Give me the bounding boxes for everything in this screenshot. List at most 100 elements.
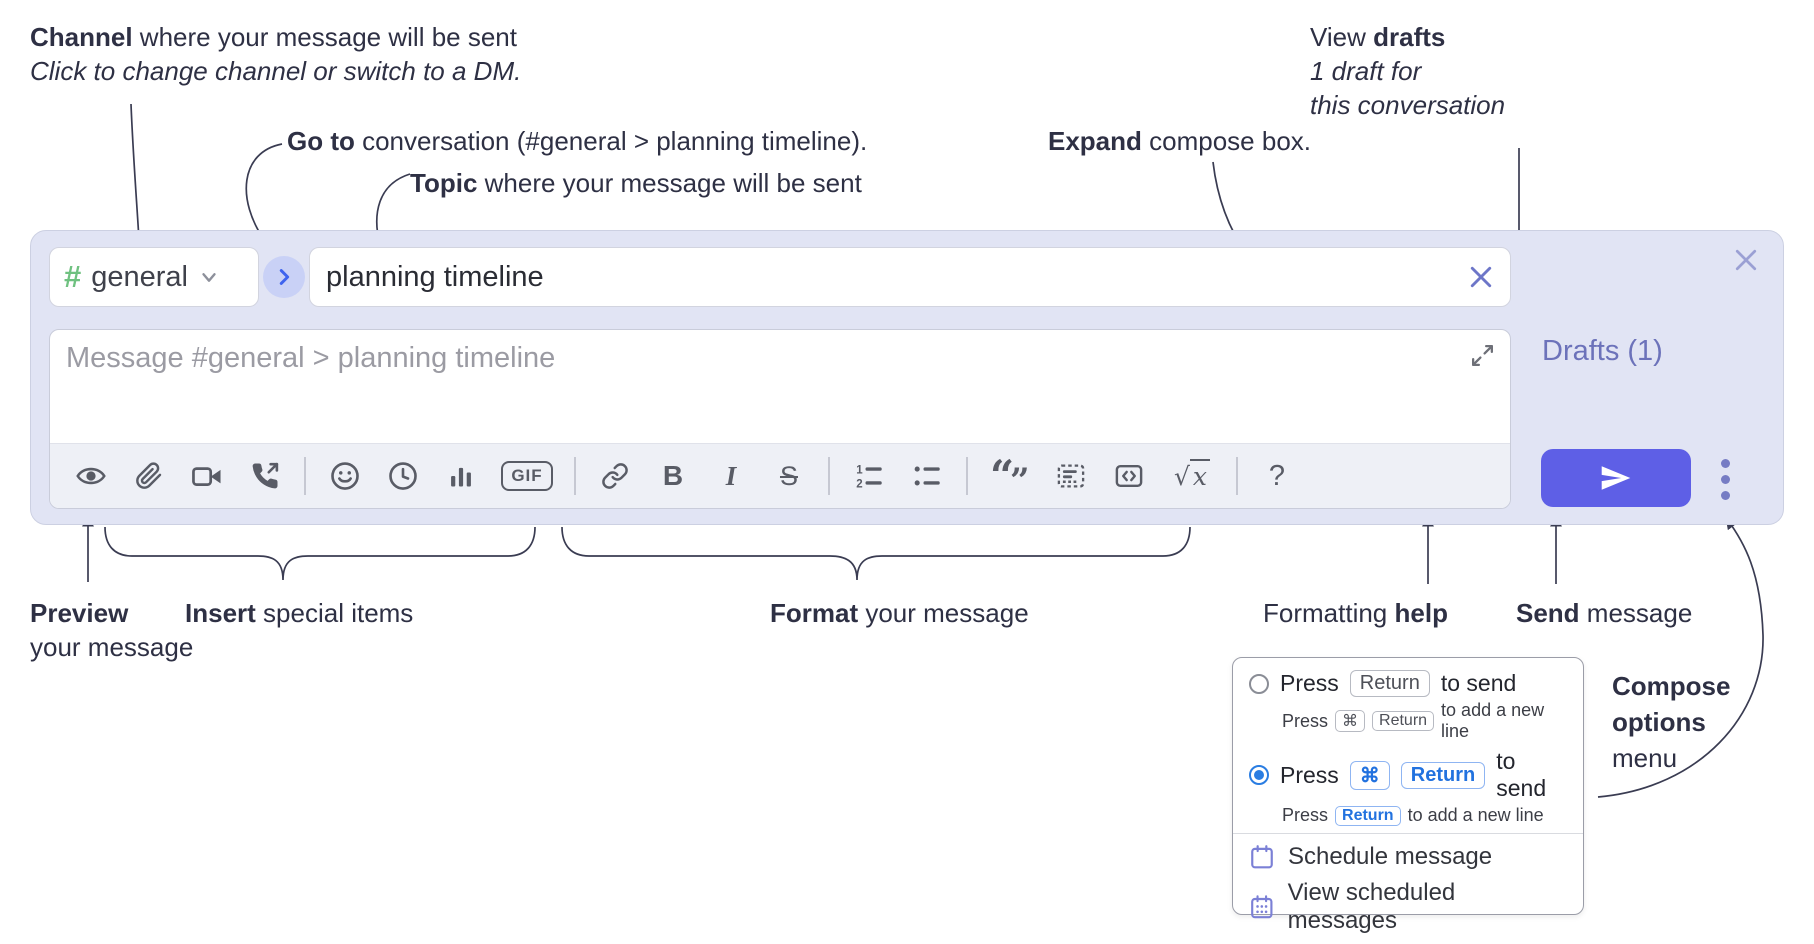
menu-item-label: View scheduled messages (1287, 879, 1456, 934)
close-compose-button[interactable] (1731, 245, 1761, 275)
clear-topic-button[interactable] (1466, 262, 1496, 292)
toolbar-separator (828, 457, 830, 495)
cmd-enter-sends-option[interactable]: Press ⌘ Return to send (1249, 748, 1567, 802)
eye-icon (76, 467, 106, 485)
option-text: Press (1280, 761, 1339, 788)
numbered-list-icon: 1 2 (856, 465, 882, 491)
bulleted-list-button[interactable] (904, 453, 950, 499)
compose-toolbar: GIF B I S (50, 443, 1510, 508)
strikethrough-icon: S (779, 460, 798, 491)
topic-input[interactable] (310, 260, 1466, 294)
calendar-dots-icon (1251, 895, 1273, 919)
spoiler-button[interactable] (1048, 453, 1094, 499)
topic-annotation: Topic where your message will be sent (410, 168, 862, 198)
paper-plane-icon (1601, 466, 1631, 490)
chevron-right-icon (279, 269, 290, 285)
bold-button[interactable]: B (650, 453, 696, 499)
formatting-help-annotation: Formatting help (1263, 598, 1448, 628)
drafts-link[interactable]: Drafts (1) (1542, 335, 1663, 367)
option-text: to send (1440, 670, 1517, 696)
insert-annotation: Insert special items (185, 598, 414, 628)
goto-annotation: Go to conversation (#general > planning … (287, 126, 868, 156)
video-call-button[interactable] (184, 453, 230, 499)
option-text: Press (1280, 670, 1339, 696)
video-camera-icon (192, 467, 221, 486)
close-icon (1470, 266, 1492, 288)
compose-options-menu-button[interactable] (1703, 453, 1747, 505)
go-to-conversation-button[interactable] (263, 256, 305, 298)
return-key: Return (1349, 670, 1430, 697)
channel-annotation: Channel where your message will be sent … (30, 22, 522, 86)
close-icon (1735, 249, 1757, 271)
kebab-dot (1720, 458, 1730, 468)
link-button[interactable] (592, 453, 638, 499)
link-icon (602, 463, 628, 489)
enter-sends-option-hint: Press ⌘ Return to add a new line (1282, 700, 1545, 741)
preview-button[interactable] (68, 453, 114, 499)
chevron-down-icon (202, 273, 216, 282)
audio-call-button[interactable] (242, 453, 288, 499)
bold-icon: B (662, 460, 684, 491)
calendar-icon (1251, 845, 1273, 869)
clock-icon (389, 462, 417, 490)
enter-sends-option[interactable]: Press Return to send (1249, 670, 1567, 697)
channel-name: general (91, 260, 188, 293)
expand-icon (1472, 345, 1493, 366)
view-scheduled-messages-item[interactable]: View scheduled messages (1249, 875, 1567, 939)
toolbar-separator (304, 457, 306, 495)
compose-options-annotation: Compose options menu (1612, 671, 1731, 773)
attach-file-button[interactable] (126, 453, 172, 499)
drafts-annotation: View drafts 1 draft for this conversatio… (1310, 22, 1506, 120)
topic-input-wrapper (309, 247, 1511, 307)
return-key: Return (1400, 761, 1486, 789)
compose-options-popup: Press Return to send Press ⌘ Return to a… (1232, 657, 1584, 934)
expand-compose-button[interactable] (1469, 342, 1496, 369)
message-input[interactable] (50, 330, 1510, 442)
expand-annotation: Expand compose box. (1048, 126, 1312, 156)
numbered-list-button[interactable]: 1 2 (846, 453, 892, 499)
menu-divider (1233, 833, 1583, 834)
svg-text:2: 2 (856, 479, 862, 491)
bar-chart-icon (451, 467, 471, 487)
add-time-button[interactable] (380, 453, 426, 499)
schedule-message-item[interactable]: Schedule message (1249, 839, 1567, 875)
option-text: to send (1496, 748, 1547, 801)
send-button[interactable] (1541, 449, 1691, 507)
quote-button[interactable]: “ ” (984, 451, 1036, 501)
spoiler-icon (1057, 464, 1085, 488)
phone-outgoing-icon (252, 462, 279, 489)
return-key: Return (1372, 711, 1435, 731)
cmd-key: ⌘ (1335, 710, 1366, 732)
radio-unselected-icon[interactable] (1249, 673, 1269, 694)
cmd-enter-sends-option-hint: Press Return to add a new line (1282, 805, 1544, 826)
radio-selected-icon[interactable] (1249, 765, 1269, 785)
channel-selector[interactable]: # general (49, 247, 259, 307)
kebab-dot (1720, 474, 1730, 484)
return-key: Return (1335, 805, 1401, 826)
italic-icon: I (725, 460, 737, 491)
cmd-key: ⌘ (1349, 760, 1390, 790)
paperclip-icon (136, 462, 162, 489)
question-mark-icon: ? (1268, 459, 1286, 492)
message-formatting-help-button[interactable]: ? (1254, 453, 1300, 499)
strikethrough-button[interactable]: S (766, 453, 812, 499)
kebab-dot (1720, 490, 1730, 500)
gif-icon: GIF (501, 461, 553, 491)
italic-button[interactable]: I (708, 453, 754, 499)
channel-hash-icon: # (64, 259, 82, 294)
math-button[interactable]: √x (1164, 453, 1220, 499)
toolbar-separator (1236, 457, 1238, 495)
math-icon: √x (1174, 458, 1211, 491)
toolbar-separator (966, 457, 968, 495)
send-annotation: Send message (1516, 598, 1693, 628)
menu-item-label: Schedule message (1288, 843, 1493, 870)
bulleted-list-icon (914, 466, 940, 486)
add-poll-button[interactable] (438, 453, 484, 499)
code-button[interactable] (1106, 453, 1152, 499)
compose-box: # general Drafts (1) (30, 230, 1784, 525)
format-annotation: Format your message (770, 598, 1029, 628)
add-gif-button[interactable]: GIF (496, 453, 558, 499)
emoji-button[interactable] (322, 453, 368, 499)
preview-annotation: Preview your message (30, 598, 194, 662)
